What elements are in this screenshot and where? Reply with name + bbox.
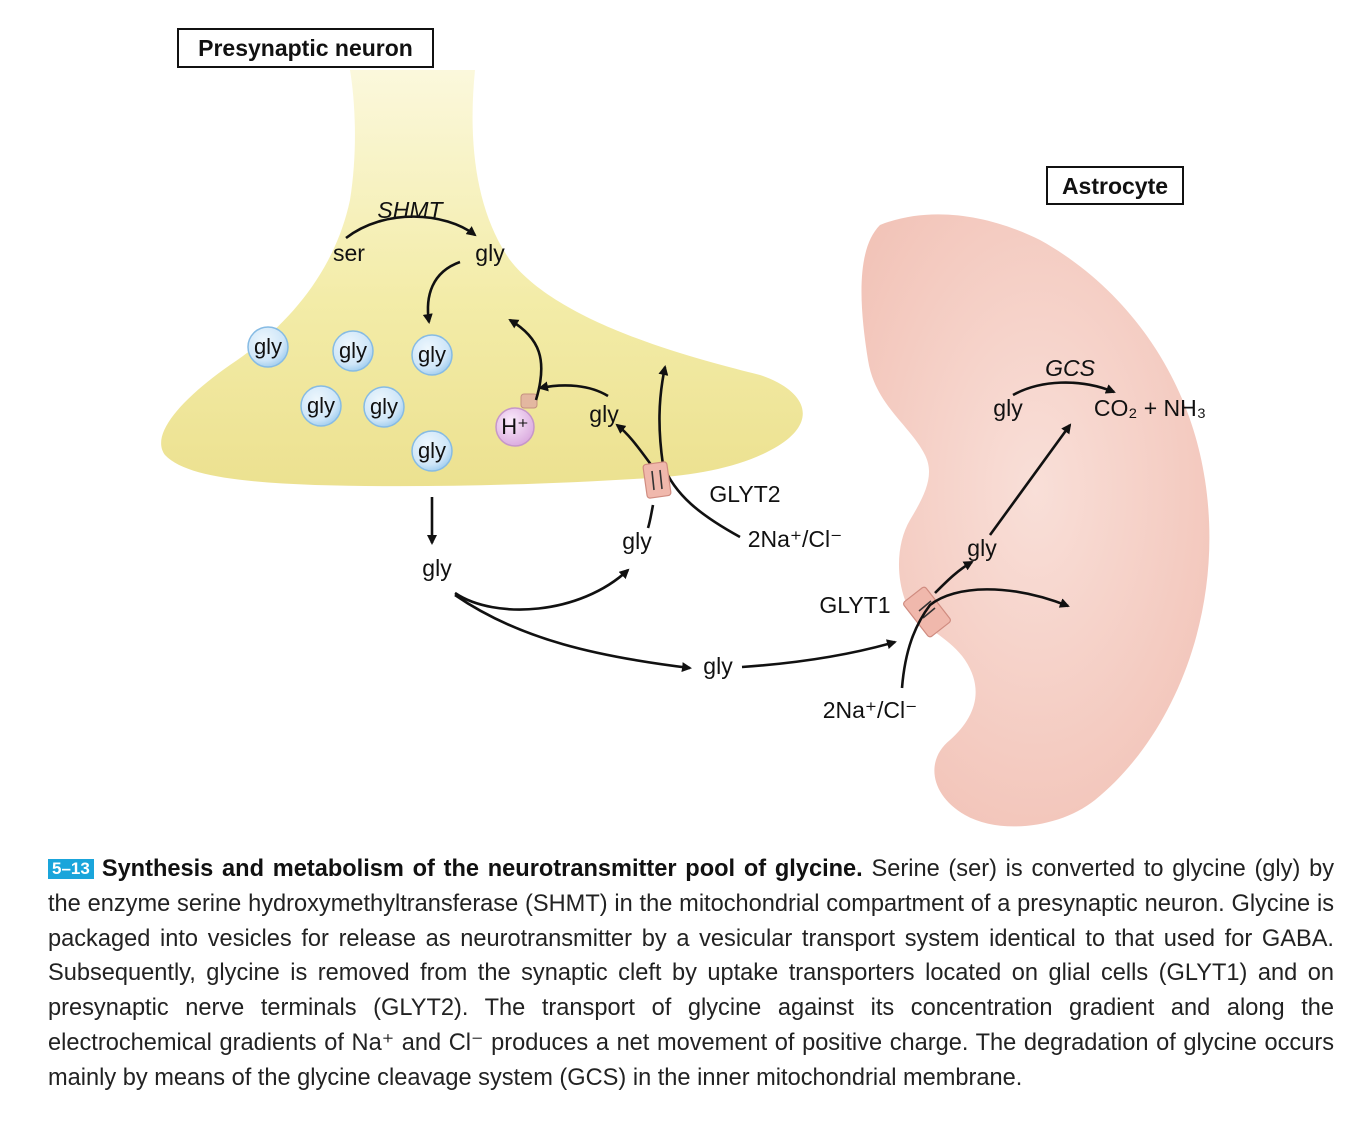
serine-label: ser xyxy=(333,240,365,266)
glyt2-label: GLYT2 xyxy=(709,481,780,507)
synaptic-cleft-glycine-label: gly xyxy=(703,653,733,679)
figure-caption: 5–13 Synthesis and metabolism of the neur… xyxy=(48,852,1334,1096)
vesicle-label: gly xyxy=(418,438,446,463)
gcs-products-label: CO₂ + NH₃ xyxy=(1094,395,1206,421)
proton-pump: H⁺ xyxy=(495,393,538,447)
vesicle-label: gly xyxy=(339,338,367,363)
gcs-enzyme-label: GCS xyxy=(1045,355,1096,381)
glycine-to-vesicle-arrow xyxy=(422,260,461,324)
caption-body: Serine (ser) is converted to glycine (gl… xyxy=(48,856,1334,1091)
released-glycine-label: gly xyxy=(422,555,452,581)
astrocyte-gcs-substrate-label: gly xyxy=(993,395,1023,421)
presynaptic-neuron-title: Presynaptic neuron xyxy=(198,35,413,61)
glyt1-uptake-arrow xyxy=(741,639,897,669)
caption-title: Synthesis and metabolism of the neurotra… xyxy=(101,856,863,882)
glyt1-cotransport-arrow xyxy=(900,588,1070,689)
vesicle: gly xyxy=(411,334,453,376)
vesicle-label: gly xyxy=(418,342,446,367)
vesicle-label: gly xyxy=(370,394,398,419)
glyt2-transporter xyxy=(642,461,672,499)
vesicle: gly xyxy=(411,430,453,472)
glycine-to-gcs-arrow xyxy=(988,423,1072,536)
glyt2-substrate-label: gly xyxy=(622,528,652,554)
glyt2-substrate-arrow xyxy=(646,504,655,529)
diffusion-to-astrocyte-arrow xyxy=(454,593,692,672)
shmt-conversion-arrow xyxy=(345,215,477,240)
vesicle: gly xyxy=(300,385,342,427)
glyt1-label: GLYT1 xyxy=(819,592,890,618)
vesicle: gly xyxy=(247,326,289,368)
recycled-glycine-label: gly xyxy=(589,401,619,427)
presynaptic-neuron-terminal xyxy=(161,70,803,487)
astrocyte-title: Astrocyte xyxy=(1062,173,1168,199)
vesicular-uptake-arrow xyxy=(538,381,609,398)
glycine-pathway-diagram: Presynaptic neuron Astrocyte SHMT ser gl… xyxy=(161,28,1210,827)
presynaptic-neuron-title-box: Presynaptic neuron xyxy=(177,28,434,68)
glyt1-internalization-arrow xyxy=(934,560,974,594)
vesicle: gly xyxy=(363,386,405,428)
astrocyte-glycine-label: gly xyxy=(967,535,997,561)
gcs-cleavage-arrow xyxy=(1012,381,1116,397)
glyt1-transporter xyxy=(903,586,951,638)
glyt1-cotransport-ions-label: 2Na⁺/Cl⁻ xyxy=(823,697,918,723)
proton-label: H⁺ xyxy=(501,414,529,439)
glyt2-cotransport-ions-label: 2Na⁺/Cl⁻ xyxy=(748,526,843,552)
astrocyte-cell xyxy=(861,214,1210,827)
astrocyte-title-box: Astrocyte xyxy=(1046,166,1184,205)
vesicle-label: gly xyxy=(254,334,282,359)
vesicle: gly xyxy=(332,330,374,372)
figure-number-badge: 5–13 xyxy=(48,859,94,879)
glycine-product-label: gly xyxy=(475,240,505,266)
reuptake-to-glyt2-arrow xyxy=(454,568,630,611)
vesicle-label: gly xyxy=(307,393,335,418)
